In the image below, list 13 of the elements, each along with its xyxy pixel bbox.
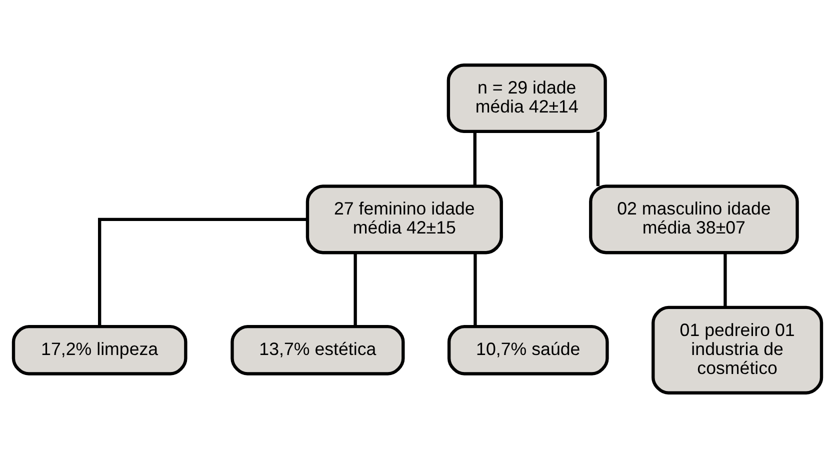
connector (724, 252, 727, 308)
node-box: n = 29 idade média 42±14 (446, 64, 607, 134)
connector (474, 252, 477, 326)
node-box: 10,7% saúde (447, 324, 609, 376)
connector (473, 132, 476, 186)
connector (596, 132, 600, 186)
node-box: 02 masculino idade média 38±07 (589, 184, 799, 254)
node-box: 27 feminino idade média 42±15 (306, 184, 503, 254)
node-box: 17,2% limpeza (12, 324, 188, 376)
node-box: 13,7% estética (230, 324, 405, 376)
connector (98, 218, 308, 326)
node-box: 01 pedreiro 01 industria de cosmético (652, 306, 824, 394)
connector (354, 252, 357, 326)
